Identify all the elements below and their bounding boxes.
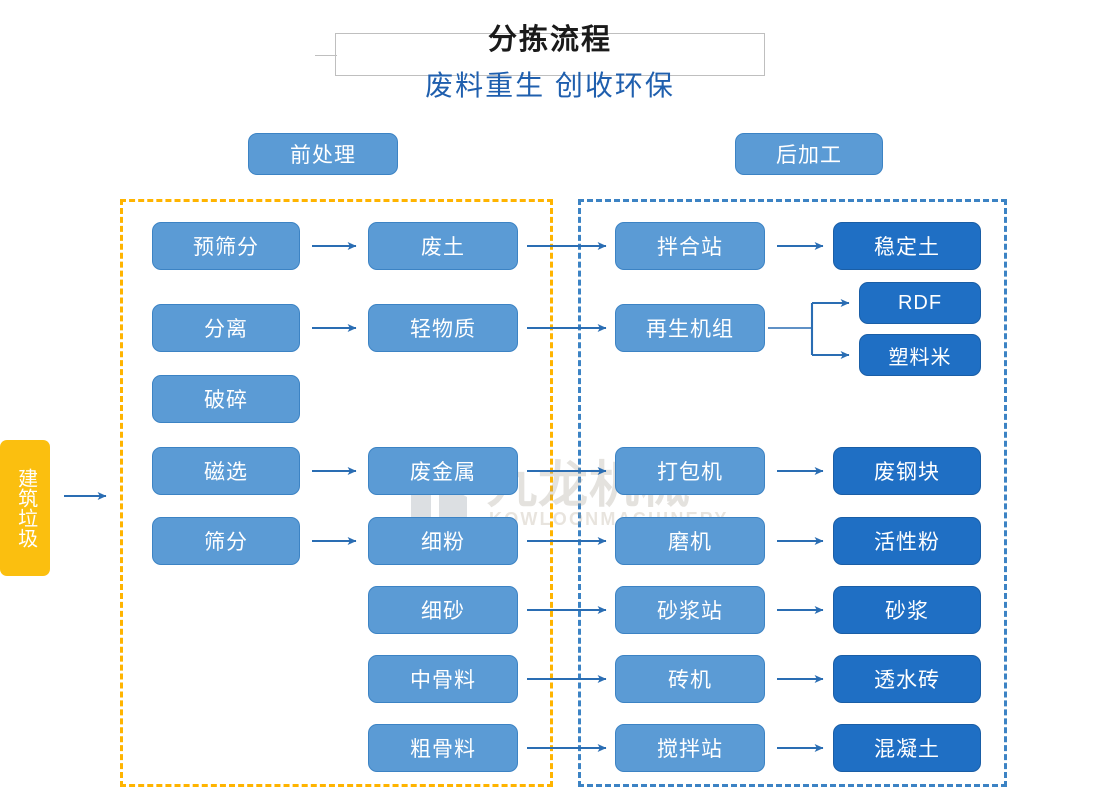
group-box-post-processing [578, 199, 1007, 787]
page-subtitle: 废料重生 创收环保 [425, 70, 675, 101]
node-label: 混凝土 [874, 738, 940, 761]
node-label: 破碎 [204, 389, 248, 412]
node-label: 搅拌站 [657, 738, 723, 761]
node-label: 拌合站 [657, 236, 723, 259]
node-plastic-pellet[interactable]: 塑料米 [859, 334, 981, 376]
node-mixing-station[interactable]: 拌合站 [615, 222, 765, 270]
node-scrap-steel[interactable]: 废钢块 [833, 447, 981, 495]
node-baler[interactable]: 打包机 [615, 447, 765, 495]
node-waste-soil[interactable]: 废土 [368, 222, 518, 270]
node-label: 废土 [421, 236, 465, 259]
node-active-powder[interactable]: 活性粉 [833, 517, 981, 565]
node-stabilized-soil[interactable]: 稳定土 [833, 222, 981, 270]
title-frame [335, 33, 765, 76]
node-screening[interactable]: 筛分 [152, 517, 300, 565]
node-label: 砂浆 [885, 600, 929, 623]
node-crushing[interactable]: 破碎 [152, 375, 300, 423]
node-medium-aggregate[interactable]: 中骨料 [368, 655, 518, 703]
node-label: 稳定土 [874, 236, 940, 259]
node-brick-machine[interactable]: 砖机 [615, 655, 765, 703]
node-label: 塑料米 [888, 346, 952, 369]
node-label: 废钢块 [874, 461, 940, 484]
title-tick-left [315, 55, 337, 56]
node-coarse-aggregate[interactable]: 粗骨料 [368, 724, 518, 772]
node-pre-screen[interactable]: 预筛分 [152, 222, 300, 270]
node-fine-powder[interactable]: 细粉 [368, 517, 518, 565]
node-waste-metal[interactable]: 废金属 [368, 447, 518, 495]
node-label: 砖机 [668, 669, 712, 692]
node-magnetic-separation[interactable]: 磁选 [152, 447, 300, 495]
node-light-material[interactable]: 轻物质 [368, 304, 518, 352]
node-mortar-station[interactable]: 砂浆站 [615, 586, 765, 634]
node-label: 粗骨料 [410, 738, 476, 761]
node-label: 预筛分 [193, 236, 259, 259]
section-badge-pre-processing: 前处理 [248, 133, 398, 175]
node-rdf[interactable]: RDF [859, 282, 981, 324]
group-box-pre-processing [120, 199, 553, 787]
node-label: 活性粉 [874, 531, 940, 554]
node-mortar[interactable]: 砂浆 [833, 586, 981, 634]
source-node-label: 建筑垃圾 [14, 468, 37, 548]
section-badge-post-processing: 后加工 [735, 133, 883, 175]
node-label: 透水砖 [874, 669, 940, 692]
node-label: 磨机 [668, 531, 712, 554]
node-concrete[interactable]: 混凝土 [833, 724, 981, 772]
node-permeable-brick[interactable]: 透水砖 [833, 655, 981, 703]
source-node-construction-waste[interactable]: 建筑垃圾 [0, 440, 50, 576]
node-label: 再生机组 [646, 318, 734, 341]
node-label: 筛分 [204, 531, 248, 554]
node-label: 磁选 [204, 461, 248, 484]
node-label: 分离 [204, 318, 248, 341]
node-label: 砂浆站 [657, 600, 723, 623]
node-regeneration-unit[interactable]: 再生机组 [615, 304, 765, 352]
page-title: 分拣流程 [487, 24, 612, 56]
node-stirring-station[interactable]: 搅拌站 [615, 724, 765, 772]
node-label: 细砂 [421, 600, 465, 623]
node-grinder[interactable]: 磨机 [615, 517, 765, 565]
node-label: 轻物质 [410, 318, 476, 341]
node-label: 废金属 [410, 461, 476, 484]
node-label: 细粉 [421, 531, 465, 554]
node-label: 打包机 [657, 461, 723, 484]
node-fine-sand[interactable]: 细砂 [368, 586, 518, 634]
node-label: RDF [897, 291, 943, 314]
node-separation[interactable]: 分离 [152, 304, 300, 352]
node-label: 中骨料 [410, 669, 476, 692]
